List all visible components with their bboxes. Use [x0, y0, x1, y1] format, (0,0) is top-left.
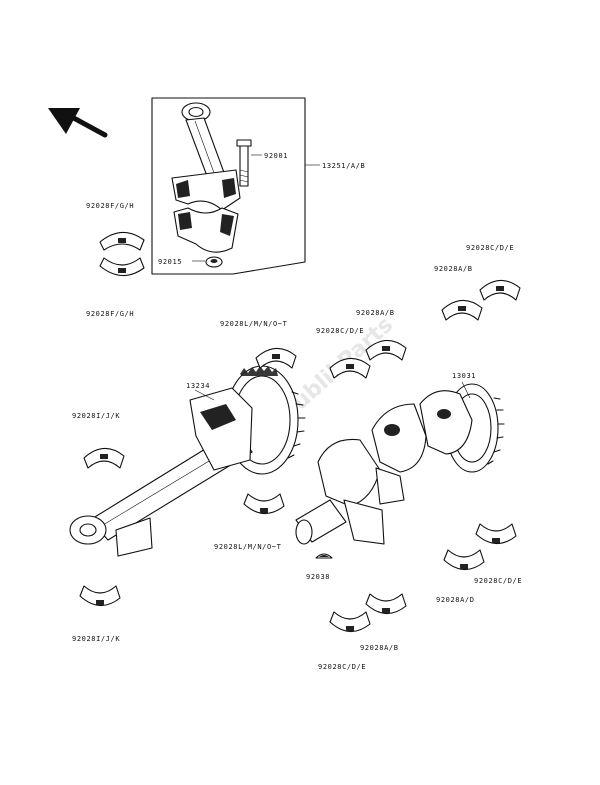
bearing-shells [79, 231, 521, 633]
label-92028lmnp-top: 92028L/M/N/O~T [220, 320, 288, 328]
bearing-92028cde-bot [329, 611, 371, 633]
bearing-92028fgh-upper [99, 231, 145, 251]
bearing-92028lmnp-lower [243, 493, 285, 515]
woodruff-key-92038 [315, 553, 333, 559]
label-92028cde-mid: 92028C/D/E [316, 327, 364, 335]
bearing-92028cde-br [475, 523, 517, 545]
connecting-rod-assembly-box [151, 97, 320, 275]
bearing-92028ab-bot [365, 593, 407, 615]
bearing-92028ab-right [441, 299, 483, 321]
crankshaft-drawing [295, 381, 505, 545]
label-13031: 13031 [452, 372, 476, 380]
bearing-92028lmnp-upper [255, 347, 297, 369]
label-13251: 13251/A/B [322, 162, 365, 170]
balancer-shaft-drawing [69, 365, 306, 557]
label-92001: 92001 [264, 152, 288, 160]
label-92028cde-br: 92028C/D/E [474, 577, 522, 585]
bearing-92028ijk-upper [83, 447, 125, 469]
label-92028ab-mid: 92028A/B [356, 309, 395, 317]
bearing-92028ad-br [443, 549, 485, 571]
label-92028ab-right: 92028A/B [434, 265, 473, 273]
direction-arrow-icon [48, 108, 108, 138]
bearing-92028cde-right [479, 279, 521, 301]
label-92028ijk-bottom: 92028I/J/K [72, 635, 120, 643]
label-92028fgh-top: 92028F/G/H [86, 202, 134, 210]
bearing-92028ab-mid [365, 339, 407, 361]
label-92028fgh-bottom: 92028F/G/H [86, 310, 134, 318]
label-92028ab-bottom: 92028A/B [360, 644, 399, 652]
label-92028ijk-top: 92028I/J/K [72, 412, 120, 420]
label-92038: 92038 [306, 573, 330, 581]
label-92028lmnp-bottom: 92028L/M/N/O~T [214, 543, 282, 551]
label-92028cde-right: 92028C/D/E [466, 244, 514, 252]
connecting-rod-drawing [171, 102, 262, 268]
label-92028ad-br: 92028A/D [436, 596, 475, 604]
bearing-92028cde-mid [329, 357, 371, 379]
label-92015: 92015 [158, 258, 182, 266]
bearing-92028ijk-lower [79, 585, 121, 607]
part-labels: 13251/A/B 92001 92015 92028F/G/H 92028F/… [72, 152, 522, 671]
label-13234: 13234 [186, 382, 210, 390]
bearing-92028fgh-lower [99, 257, 145, 277]
label-92028cde-bottom: 92028C/D/E [318, 663, 366, 671]
